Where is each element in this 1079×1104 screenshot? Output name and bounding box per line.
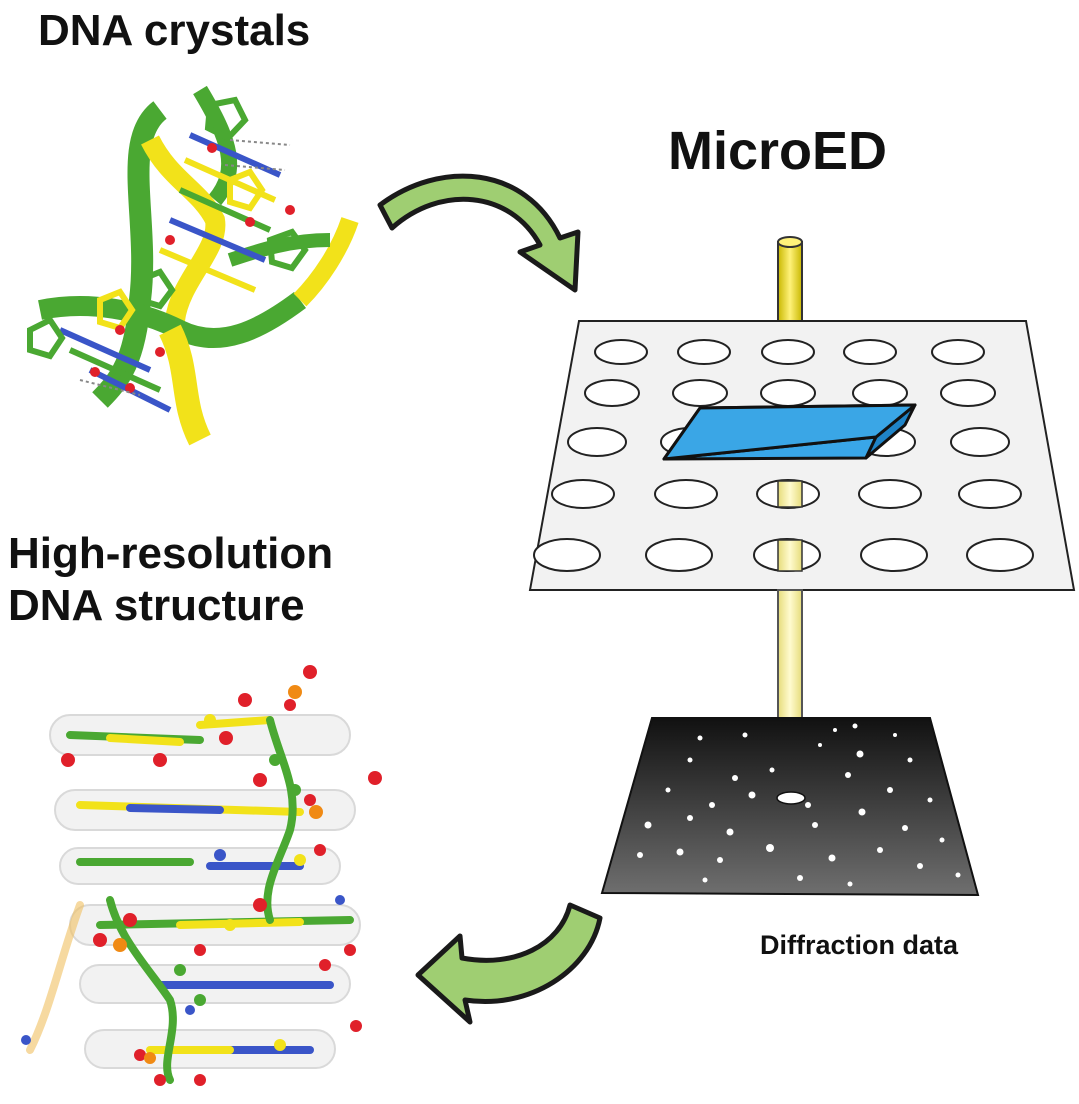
high-resolution-line-1: High-resolution [8, 529, 334, 578]
microed-label: MicroED [668, 121, 888, 181]
dna-crystal-model [27, 85, 359, 446]
high-resolution-label: High-resolution DNA structure [8, 528, 333, 632]
diffraction-detector [600, 717, 980, 897]
diffraction-data-label: Diffraction data [760, 930, 959, 960]
curved-arrow-icon [415, 902, 603, 1025]
dna-crystals-label: DNA crystals [38, 6, 311, 55]
curved-arrow-icon [377, 173, 581, 293]
dna-structure-model [21, 665, 382, 1086]
high-resolution-line-2: DNA structure [8, 581, 305, 630]
microcrystal [662, 403, 917, 461]
